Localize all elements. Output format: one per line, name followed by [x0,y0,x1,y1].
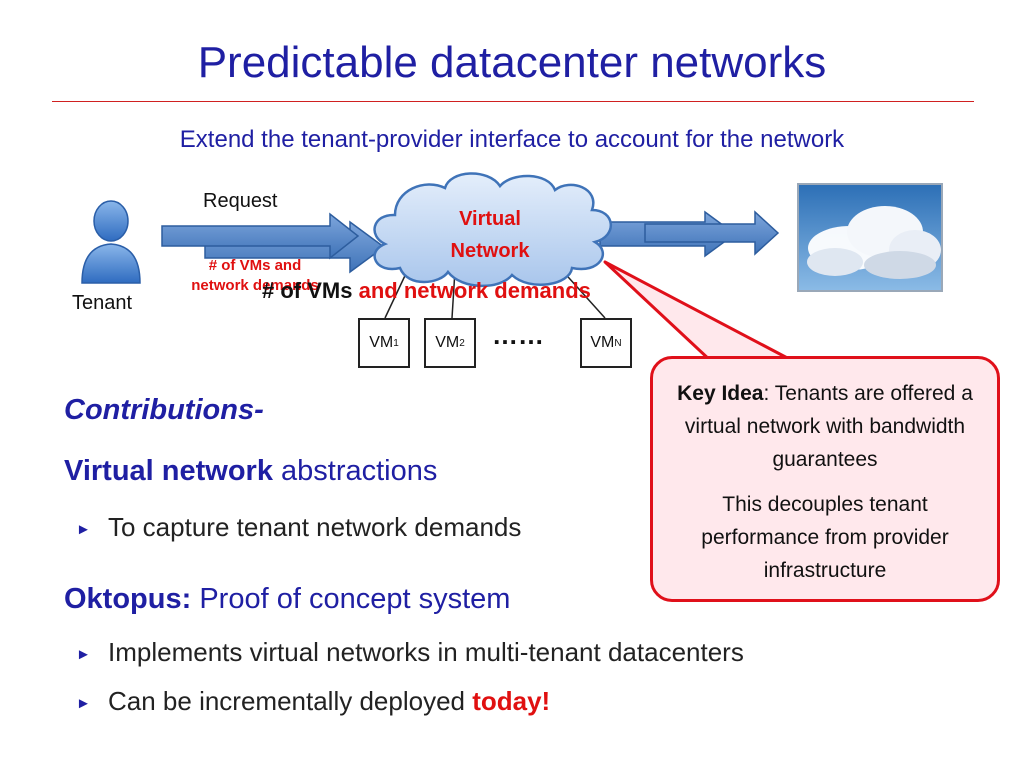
request-arrow [161,212,386,274]
callout-pointer [603,260,797,364]
bullet-triangle-icon: ► [76,520,91,538]
bullet-triangle-icon: ► [76,645,91,663]
key-idea-callout: Key Idea: Tenants are offered a virtual … [650,356,1000,602]
request-details: # of VMs and network demands [191,257,319,294]
cloud-photo [797,183,943,292]
title-divider [52,101,974,102]
bullet-deployed: ►Can be incrementally deployed today! [76,686,551,716]
network-diagram: Request Tenant # of VMs and network dema… [0,170,1024,400]
overlay-demands-text: # of VMs and network demands [262,278,591,303]
oktopus-heading: Oktopus: Proof of concept system [64,583,511,615]
request-label: Request [203,190,278,212]
slide-title: Predictable datacenter networks [197,38,827,87]
tenant-person-icon [81,200,141,284]
virtual-network-label: Virtual Network [450,208,530,262]
virtual-network-heading: Virtual network abstractions [64,455,438,487]
provider-arrow [599,210,780,258]
virtual-network-cloud-icon [373,172,613,288]
vm-ellipsis: …… [492,320,544,350]
tenant-label: Tenant [72,292,133,314]
bullet-implements: ►Implements virtual networks in multi-te… [76,637,744,667]
key-idea-decouple-text: This decouples tenant performance from p… [701,493,949,582]
bullet-capture-demands: ►To capture tenant network demands [76,512,522,542]
bullet-triangle-icon: ► [76,694,91,712]
slide-subtitle: Extend the tenant-provider interface to … [179,126,845,153]
contributions-heading: Contributions- [64,394,264,426]
key-idea-text: Key Idea: Tenants are offered a virtual … [677,382,973,471]
